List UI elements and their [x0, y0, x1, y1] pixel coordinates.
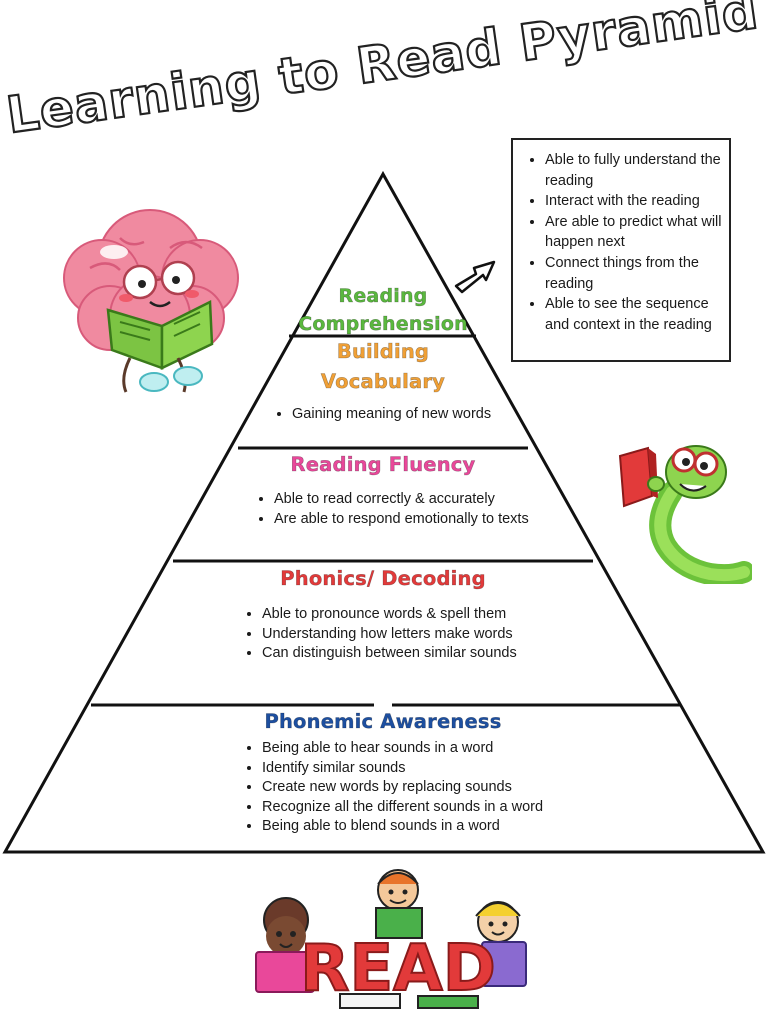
brain-reading-icon	[63, 209, 239, 393]
tier-comprehension-title: Reading Comprehension	[283, 282, 483, 338]
list-item: Recognize all the different sounds in a …	[262, 798, 602, 818]
tier-comprehension-title-line2: Comprehension	[298, 313, 468, 336]
tier-phonics-bullets: Able to pronounce words & spell them Und…	[244, 605, 572, 664]
list-item: Identify similar sounds	[262, 759, 602, 779]
read-banner-icon: READ	[255, 869, 527, 1009]
list-item: Able to see the sequence and context in …	[545, 294, 735, 335]
pyramid-outline	[2, 170, 766, 854]
list-item: Understanding how letters make words	[262, 625, 572, 645]
bookworm-icon	[618, 445, 752, 584]
list-item: Are able to respond emotionally to texts	[274, 510, 544, 530]
tier-vocabulary-title-line2: Vocabulary	[320, 370, 446, 394]
list-item: Interact with the reading	[545, 191, 735, 212]
list-item: Connect things from the reading	[545, 253, 735, 294]
tier-fluency-bullets: Able to read correctly & accurately Are …	[256, 490, 544, 529]
list-item: Able to fully understand the reading	[545, 150, 735, 191]
tier-vocabulary-bullets: Gaining meaning of new words	[274, 405, 542, 425]
tier-comprehension-bullets: Able to fully understand the reading Int…	[527, 150, 735, 335]
tier-phonics-title: Phonics/ Decoding	[280, 567, 486, 591]
tier-vocabulary-title: Building Vocabulary	[283, 337, 483, 397]
list-item: Are able to predict what will happen nex…	[545, 212, 735, 253]
tier-vocabulary-title-line1: Building	[336, 340, 430, 364]
tier-fluency-title: Reading Fluency	[290, 453, 476, 477]
tier-comprehension-title-line1: Reading	[338, 285, 428, 308]
list-item: Can distinguish between similar sounds	[262, 644, 572, 664]
list-item: Able to read correctly & accurately	[274, 490, 544, 510]
tier-phonemic-title: Phonemic Awareness	[264, 710, 502, 734]
arrow-icon	[454, 260, 496, 294]
list-item: Able to pronounce words & spell them	[262, 605, 572, 625]
list-item: Being able to hear sounds in a word	[262, 739, 602, 759]
page-title: Learning to Read Pyramid	[2, 0, 763, 140]
tier-phonemic-bullets: Being able to hear sounds in a word Iden…	[244, 739, 602, 837]
comprehension-info-box: Able to fully understand the reading Int…	[511, 138, 731, 362]
list-item: Being able to blend sounds in a word	[262, 817, 602, 837]
list-item: Gaining meaning of new words	[292, 405, 542, 425]
list-item: Create new words by replacing sounds	[262, 778, 602, 798]
